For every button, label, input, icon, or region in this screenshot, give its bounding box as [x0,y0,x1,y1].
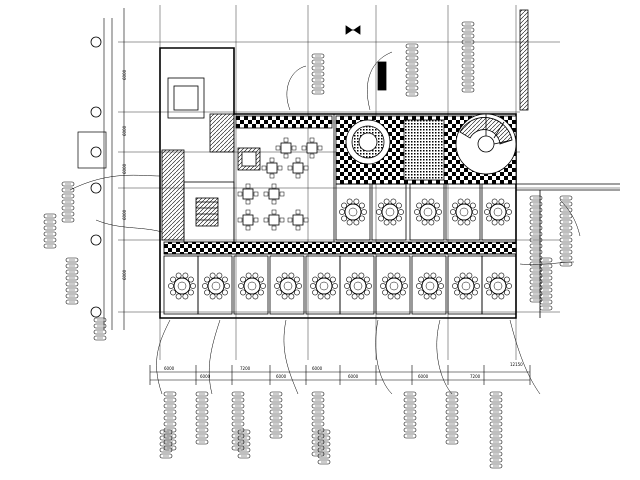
leader-line-1 [286,65,307,111]
private-room-bottom-8 [411,255,447,315]
private-room-bottom-7 [375,255,411,315]
round-table-14 [452,272,480,300]
leader-line-10 [509,319,541,395]
dim-label-6: 6000 [348,374,359,379]
upper-left-rooms [161,77,235,243]
bottom-dimension-chain [149,365,531,385]
dim-label-4: 6000 [276,374,287,379]
leader-line-9 [436,319,453,395]
round-table-13 [416,272,444,300]
callout-stack-11 [163,391,177,451]
leader-line-3 [95,219,163,233]
callout-stack-10 [539,257,553,311]
round-table-12 [380,272,408,300]
callout-stack-18 [489,391,503,469]
callout-stack-12 [195,391,209,445]
square-table-8 [287,209,309,231]
private-room-bottom-10 [481,255,517,315]
private-room-top-2 [371,183,407,241]
leader-lines [69,51,581,395]
callout-stack-7 [93,317,107,341]
round-table-7 [202,272,230,300]
left-dimension-texts: 6000 6000 6000 6000 6000 [122,69,127,280]
bottom-dimension-texts: 6000 6000 7200 6000 6000 6000 6000 7200 … [164,362,523,379]
round-table-15 [484,272,512,300]
private-dining-rooms [163,183,517,315]
callout-stack-5 [43,213,57,249]
square-table-7 [263,209,285,231]
round-table-2 [376,198,404,226]
annotation-callouts [43,21,573,469]
square-table-1 [275,137,297,159]
round-table-8 [238,272,266,300]
round-table-1 [339,198,367,226]
round-table-11 [344,272,372,300]
private-room-bottom-2 [197,255,233,315]
callout-stack-2 [405,43,419,97]
callout-stack-9 [559,195,573,267]
callout-stack-1 [461,21,475,93]
dim-label-1: 6000 [164,366,175,371]
private-room-bottom-3 [233,255,269,315]
svg-text:6000: 6000 [122,69,127,80]
callout-stack-13 [231,391,245,451]
dim-label-9: 12150 [510,362,523,367]
dim-label-7: 6000 [418,374,429,379]
round-table-4 [450,198,478,226]
leader-line-4 [69,174,161,191]
dim-label-8: 7200 [470,374,481,379]
callout-stack-6 [65,257,79,305]
square-table-2 [301,137,323,159]
private-room-top-3 [409,183,445,241]
round-table-10 [310,272,338,300]
round-tables [168,198,512,300]
square-table-4 [287,157,309,179]
svg-text:6000: 6000 [122,125,127,136]
callout-stack-19 [159,429,173,459]
callout-stack-16 [403,391,417,439]
central-hall [233,113,335,245]
private-room-top-1 [335,183,371,241]
square-table-9 [237,209,259,231]
dim-label-3: 7200 [240,366,251,371]
svg-text:6000: 6000 [122,269,127,280]
square-table-6 [263,183,285,205]
svg-text:6000: 6000 [122,163,127,174]
callout-stack-3 [311,53,325,95]
private-room-top-5 [481,183,517,241]
round-table-9 [274,272,302,300]
round-table-5 [484,198,512,226]
lounge [335,113,517,185]
callout-stack-21 [317,429,331,465]
svg-text:6000: 6000 [122,209,127,220]
private-room-top-4 [445,183,481,241]
leader-line-5 [156,319,171,395]
grid-axis-bubbles [90,36,102,318]
callout-stack-17 [445,391,459,445]
callout-stack-4 [61,181,75,223]
dim-label-2: 6000 [200,374,211,379]
round-table-6 [168,272,196,300]
leader-line-8 [375,319,393,395]
leader-line-12 [559,199,581,237]
callout-stack-14 [269,391,283,439]
square-tables [237,137,323,231]
room-tag-box [77,131,107,169]
square-table-5 [237,183,259,205]
square-table-3 [261,157,283,179]
private-room-bottom-6 [339,255,375,315]
dim-label-5: 6000 [312,366,323,371]
corridor [163,241,517,255]
private-room-bottom-4 [269,255,305,315]
leader-line-11 [519,261,575,265]
leader-line-2 [366,51,393,111]
leader-line-7 [283,319,299,395]
callout-stack-15 [311,391,325,457]
leader-line-6 [208,319,221,395]
round-table-3 [414,198,442,226]
callout-stack-20 [237,429,251,459]
